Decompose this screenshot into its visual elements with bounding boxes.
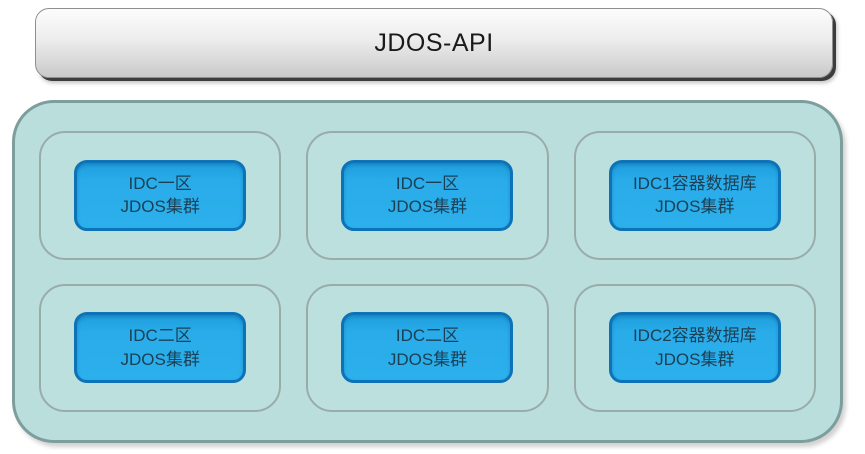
node-label-line2: JDOS集群 xyxy=(387,349,468,369)
cluster-cell-idc1-zone-b: IDC一区 JDOS集群 xyxy=(306,131,549,260)
cluster-node-idc1-container-db: IDC1容器数据库 JDOS集群 xyxy=(608,159,781,231)
cluster-cell-idc2-container-db: IDC2容器数据库 JDOS集群 xyxy=(573,283,816,412)
jdos-api-bar: JDOS-API xyxy=(35,8,833,78)
cluster-node-idc2-zone-b: IDC二区 JDOS集群 xyxy=(341,312,514,384)
node-label-line1: IDC二区 xyxy=(395,326,460,346)
node-label-line2: JDOS集群 xyxy=(120,197,200,217)
node-label-line2: JDOS集群 xyxy=(655,197,735,217)
node-label-line1: IDC二区 xyxy=(128,326,192,346)
node-label-line2: JDOS集群 xyxy=(387,197,468,217)
cluster-cell-idc2-zone-b: IDC二区 JDOS集群 xyxy=(306,283,549,412)
node-label-line1: IDC2容器数据库 xyxy=(632,326,757,346)
cluster-cell-idc2-zone: IDC二区 JDOS集群 xyxy=(39,283,282,412)
node-label-line1: IDC1容器数据库 xyxy=(632,173,757,193)
cluster-cell-idc1-container-db: IDC1容器数据库 JDOS集群 xyxy=(573,131,816,260)
cluster-node-idc2-container-db: IDC2容器数据库 JDOS集群 xyxy=(608,312,781,384)
cluster-cell-idc1-zone: IDC一区 JDOS集群 xyxy=(39,131,282,260)
node-label-line2: JDOS集群 xyxy=(120,349,200,369)
cluster-node-idc1-zone-b: IDC一区 JDOS集群 xyxy=(341,159,514,231)
cluster-node-idc1-zone: IDC一区 JDOS集群 xyxy=(74,159,247,231)
node-label-line1: IDC一区 xyxy=(395,173,460,193)
node-label-line1: IDC一区 xyxy=(128,173,192,193)
cluster-panel: IDC一区 JDOS集群 IDC一区 JDOS集群 IDC1容器数据库 JDOS… xyxy=(12,100,843,443)
jdos-api-title: JDOS-API xyxy=(374,28,494,57)
node-label-line2: JDOS集群 xyxy=(655,349,735,369)
cluster-node-idc2-zone: IDC二区 JDOS集群 xyxy=(74,312,247,384)
